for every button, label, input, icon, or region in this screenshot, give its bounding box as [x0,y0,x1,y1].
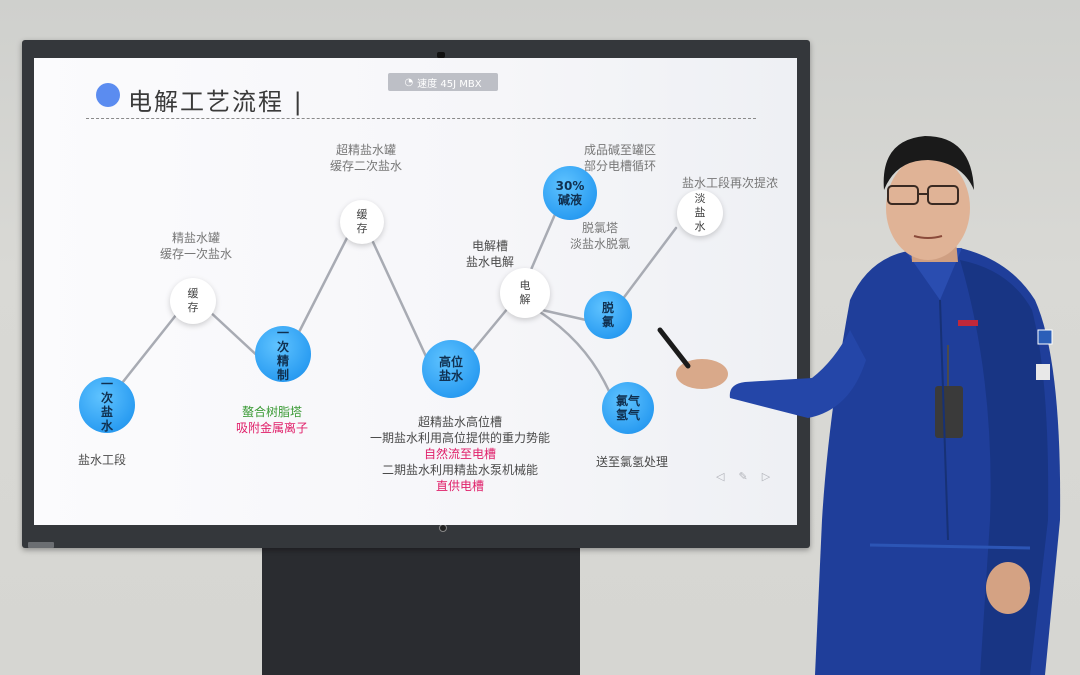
connector-2-3 [206,308,264,362]
node-buffer-1: 缓存 [170,278,216,324]
label-chelating-tower-title: 螯合树脂塔 [242,405,303,419]
presenter-hair [883,136,974,190]
brand-logo [28,542,54,548]
connector-6-8 [540,308,588,322]
label-dechlorination-tower: 脱氯塔 淡盐水脱氯 [570,220,630,252]
node-high-brine-label: 高位盐水 [438,355,463,383]
label-ultra-tank-desc: 缓存二次盐水 [330,159,403,173]
label-dechlorination-desc: 淡盐水脱氯 [570,237,631,251]
label-chelating-tower-desc: 吸附金属离子 [236,421,309,435]
next-slide-icon[interactable]: ▷ [761,470,771,483]
label-high-tank-line2: 自然流至电槽 [423,447,496,461]
prev-slide-icon[interactable]: ◁ [716,470,725,483]
node-primary-refining-label: 一次精制 [276,326,289,382]
status-badge-text: 速度 45J MBX [417,78,482,90]
label-high-tank-line3: 二期盐水利用精盐水泵机械能 [381,463,538,477]
camera-icon [437,52,445,58]
connector-6-9 [538,310,614,400]
label-product-caustic-title: 成品碱至罐区 [584,143,657,157]
node-chlorine-hydrogen: 氯气氢气 [602,382,654,434]
label-refined-tank-desc: 缓存一次盐水 [160,247,233,261]
node-electrolysis-label: 电解 [519,279,531,306]
label-product-caustic: 成品碱至罐区 部分电槽循环 [584,142,656,174]
node-electrolysis: 电解 [500,268,550,318]
label-chelating-tower: 螯合树脂塔 吸附金属离子 [236,404,308,436]
node-buffer-2: 缓存 [340,200,384,244]
node-primary-refining: 一次精制 [255,326,311,382]
node-caustic: 30%碱液 [543,166,597,220]
shoulder-patch-icon [1037,329,1053,345]
node-primary-brine: 一次盐水 [79,377,135,433]
presenter-mouth [913,235,943,239]
jacket-hem [869,543,1031,550]
label-high-tank: 超精盐水高位槽 一期盐水利用高位提供的重力势能 自然流至电槽 二期盐水利用精盐水… [360,414,560,494]
tv-stand [262,530,580,675]
label-high-tank-title: 超精盐水高位槽 [417,415,502,429]
node-buffer-2-label: 缓存 [356,208,368,235]
screen-status-badge: ◔ 速度 45J MBX [388,73,498,91]
label-cell-title: 电解槽 [472,239,509,253]
node-light-brine-label: 淡盐水 [694,192,706,233]
label-cell-desc: 盐水电解 [466,255,515,269]
chest-logo-icon [958,320,978,326]
label-ultra-tank-title: 超精盐水罐 [336,143,397,157]
arm-patch-icon [1036,364,1050,380]
label-dechlorination-title: 脱氯塔 [582,221,619,235]
label-cell: 电解槽 盐水电解 [466,238,514,270]
wifi-icon: ◔ [404,76,414,88]
node-caustic-label: 30%碱液 [555,179,585,207]
node-dechlorination: 脱氯 [584,291,632,339]
connector-4-5 [371,240,432,367]
node-light-brine: 淡盐水 [677,190,723,236]
connector-8-10 [620,226,678,302]
presenter-jacket-shade [960,260,1049,675]
node-primary-brine-label: 一次盐水 [100,377,113,433]
slide-controls: ◁ ✎ ▷ [716,470,770,483]
jacket-zip [939,299,949,541]
label-refined-tank: 精盐水罐 缓存一次盐水 [160,230,232,262]
presenter-left-hand [986,562,1030,614]
title-bullet-icon [96,83,120,107]
label-chlorine-treatment: 送至氯氢处理 [596,455,669,469]
node-buffer-1-label: 缓存 [187,287,199,314]
label-product-caustic-desc: 部分电槽循环 [584,159,657,173]
connector-3-4 [293,230,352,342]
node-dechlorination-label: 脱氯 [601,301,614,329]
pen-icon[interactable]: ✎ [738,470,748,483]
label-ultra-tank: 超精盐水罐 缓存二次盐水 [330,142,402,174]
pointer-pen [657,327,691,369]
node-chlorine-hydrogen-label: 氯气氢气 [615,394,640,422]
label-brine-section: 盐水工段 [78,453,127,467]
slide-screen [34,58,797,525]
label-refined-tank-title: 精盐水罐 [172,231,221,245]
label-reconcentrate: 盐水工段再次提浓 [682,176,779,190]
presenter-face [886,156,970,260]
title-divider [86,118,756,119]
page-title: 电解工艺流程 | [128,88,304,116]
label-high-tank-line4: 直供电槽 [435,479,484,493]
connector-6-7 [528,210,558,274]
presenter-arm [729,330,866,418]
node-high-brine: 高位盐水 [422,340,480,398]
label-high-tank-line1: 一期盐水利用高位提供的重力势能 [369,431,550,445]
id-badge [935,386,963,438]
